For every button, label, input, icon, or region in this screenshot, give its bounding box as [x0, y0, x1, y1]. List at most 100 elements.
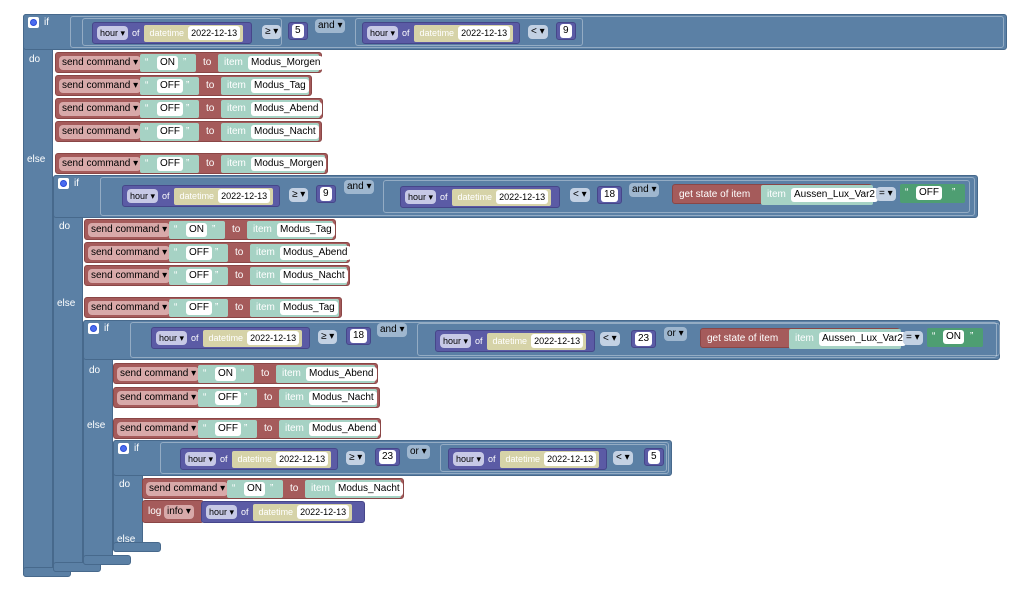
logic-operator-dropdown[interactable]: and ▾ — [629, 183, 660, 197]
string-field[interactable]: OFF — [157, 79, 183, 93]
time-unit-dropdown[interactable]: hour ▾ — [127, 189, 159, 203]
item-name-field[interactable]: Modus_Abend — [251, 102, 322, 116]
item-name-field[interactable]: Modus_Tag — [251, 79, 309, 93]
date-field[interactable]: 2022-12-13 — [544, 452, 597, 466]
gear-icon[interactable] — [28, 17, 39, 28]
number-field[interactable]: 18 — [350, 329, 368, 343]
number-block[interactable]: 18 — [597, 186, 623, 204]
item-name-field[interactable]: Modus_Nacht — [251, 125, 319, 139]
item-name-field[interactable]: Modus_Abend — [309, 422, 380, 436]
send-command-dropdown[interactable]: send command ▾ — [88, 269, 171, 283]
operator-dropdown[interactable]: = ▾ — [876, 187, 896, 201]
send-command-dropdown[interactable]: send command ▾ — [88, 301, 171, 315]
string-block[interactable]: “ON” — [169, 221, 225, 239]
number-field[interactable]: 9 — [320, 187, 332, 201]
number-field[interactable]: 23 — [635, 332, 653, 346]
logic-operator-dropdown[interactable]: and ▾ — [315, 19, 346, 33]
string-block[interactable]: “OFF” — [900, 184, 965, 203]
string-block[interactable]: “OFF” — [140, 100, 199, 118]
time-unit-dropdown[interactable]: hour ▾ — [453, 452, 485, 466]
string-block[interactable]: “ON” — [140, 54, 196, 72]
gear-icon[interactable] — [88, 323, 99, 334]
operator-dropdown[interactable]: ≥ ▾ — [318, 330, 338, 344]
number-block[interactable]: 18 — [346, 327, 372, 345]
number-field[interactable]: 18 — [601, 188, 619, 202]
operator-dropdown[interactable]: < ▾ — [570, 188, 590, 202]
number-field[interactable]: 5 — [292, 24, 304, 38]
time-unit-dropdown[interactable]: hour ▾ — [367, 26, 399, 40]
send-command-dropdown[interactable]: send command ▾ — [59, 157, 142, 171]
time-unit-dropdown[interactable]: hour ▾ — [97, 26, 129, 40]
number-block[interactable]: 23 — [375, 448, 401, 466]
date-field[interactable]: 2022-12-13 — [276, 452, 329, 466]
date-field[interactable]: 2022-12-13 — [458, 26, 511, 40]
send-command-dropdown[interactable]: send command ▾ — [146, 482, 229, 496]
send-command-dropdown[interactable]: send command ▾ — [59, 102, 142, 116]
string-field[interactable]: OFF — [157, 102, 183, 116]
gear-icon[interactable] — [118, 443, 129, 454]
string-field[interactable]: ON — [157, 56, 178, 70]
number-block[interactable]: 5 — [288, 22, 308, 40]
string-field[interactable]: OFF — [186, 269, 212, 283]
date-field[interactable]: 2022-12-13 — [247, 331, 300, 345]
string-block[interactable]: “ON” — [198, 365, 254, 383]
string-block[interactable]: “OFF” — [198, 420, 257, 438]
string-field[interactable]: OFF — [215, 391, 241, 405]
number-block[interactable]: 23 — [631, 330, 657, 348]
operator-dropdown[interactable]: ≥ ▾ — [289, 188, 309, 202]
date-field[interactable]: 2022-12-13 — [218, 189, 271, 203]
send-command-dropdown[interactable]: send command ▾ — [117, 422, 200, 436]
number-field[interactable]: 9 — [560, 24, 572, 38]
operator-dropdown[interactable]: < ▾ — [528, 25, 548, 39]
string-block[interactable]: “OFF” — [140, 77, 199, 95]
string-block[interactable]: “OFF” — [169, 299, 228, 317]
item-name-field[interactable]: Modus_Abend — [280, 246, 351, 260]
send-command-dropdown[interactable]: send command ▾ — [59, 125, 142, 139]
string-block[interactable]: “OFF” — [169, 267, 228, 285]
date-field[interactable]: 2022-12-13 — [188, 26, 241, 40]
date-field[interactable]: 2022-12-13 — [496, 190, 549, 204]
gear-icon[interactable] — [58, 178, 69, 189]
number-field[interactable]: 23 — [379, 450, 397, 464]
string-field[interactable]: ON — [244, 482, 265, 496]
item-name-field[interactable]: Modus_Abend — [306, 367, 377, 381]
time-unit-dropdown[interactable]: hour ▾ — [440, 334, 472, 348]
date-field[interactable]: 2022-12-13 — [297, 505, 350, 519]
string-block[interactable]: “OFF” — [169, 244, 228, 262]
string-field[interactable]: OFF — [215, 422, 241, 436]
string-field[interactable]: OFF — [186, 246, 212, 260]
